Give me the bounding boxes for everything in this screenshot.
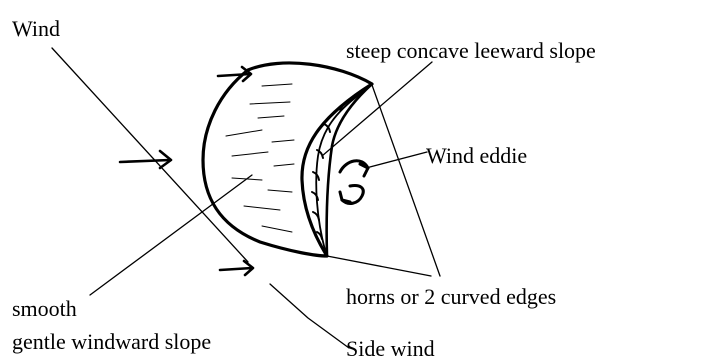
smooth-label: smooth <box>12 296 77 321</box>
windward-surface-strokes <box>226 84 294 232</box>
arrow-right-icon <box>220 261 253 275</box>
wind-eddie-label: Wind eddie <box>426 143 527 168</box>
barchan-dune <box>203 63 372 256</box>
horn-bottom-leader-line <box>327 256 431 276</box>
wind-label: Wind <box>12 16 60 41</box>
side-wind-leader-line <box>270 284 349 348</box>
arrow-right-icon <box>120 151 171 168</box>
windward-leader-line <box>90 175 252 295</box>
wind-leader-line <box>52 48 248 262</box>
leeward-slope-label: steep concave leeward slope <box>346 38 596 63</box>
horns-label: horns or 2 curved edges <box>346 284 556 309</box>
eddy-swirl-icon <box>340 161 368 204</box>
arrow-right-icon <box>218 67 251 81</box>
dune-outline <box>203 63 372 256</box>
horn-top-leader-line <box>372 85 440 276</box>
slip-face-curve <box>327 84 372 256</box>
windward-slope-label: gentle windward slope <box>12 329 211 354</box>
side-wind-label: Side wind <box>346 336 435 360</box>
slip-face-inner <box>316 94 360 250</box>
